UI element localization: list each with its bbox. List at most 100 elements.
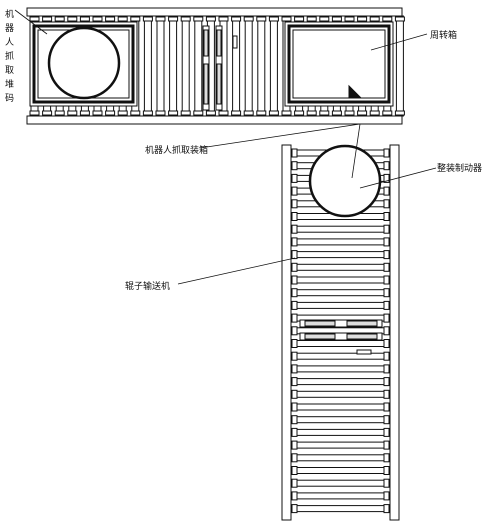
label-palletizing-robot-2: 器 <box>5 23 14 34</box>
label-palletizing-robot-5: 取 <box>5 65 14 76</box>
roller-bolt-bottom <box>306 110 317 116</box>
roller-bolt-top <box>193 16 204 22</box>
roller-bolt-bottom <box>281 110 292 116</box>
roller-bolt-bottom <box>369 110 380 116</box>
roller-end-left <box>291 453 298 463</box>
roller-end-left <box>291 377 298 387</box>
roller-end-left <box>291 326 298 336</box>
roller-bolt-bottom <box>331 110 342 116</box>
roller-end-right <box>383 389 390 399</box>
roller-bolt-top <box>205 16 216 22</box>
vertical-roller <box>290 403 391 411</box>
roller-bolt-bottom <box>67 110 78 116</box>
workpiece-circle-bottom <box>308 144 382 218</box>
roller-end-right <box>383 262 390 272</box>
roller-end-right <box>383 440 390 450</box>
roller-bolt-top <box>369 16 380 22</box>
roller-end-right <box>383 427 390 437</box>
roller-end-right <box>383 466 390 475</box>
roller-bolt-top <box>54 16 65 22</box>
roller-bolt-bottom <box>193 110 204 116</box>
roller-end-left <box>291 250 298 260</box>
roller-bolt-bottom <box>180 110 191 116</box>
roller-bolt-bottom <box>344 110 355 116</box>
roller-bolt-top <box>92 16 103 22</box>
vertical-roller <box>290 352 391 360</box>
roller-bolt-top <box>394 16 405 22</box>
roller-end-right <box>383 364 390 374</box>
roller-end-left <box>291 478 298 488</box>
roller-bolt-top <box>105 16 116 22</box>
leader-turnover-box <box>370 33 428 51</box>
roller-bolt-bottom <box>231 110 242 116</box>
roller-bolt-bottom <box>294 110 305 116</box>
roller-end-right <box>383 504 390 514</box>
roller-end-left <box>291 275 298 285</box>
label-palletizing-robot-1: 机 <box>5 8 14 20</box>
roller-end-left <box>291 313 298 323</box>
horizontal-roller <box>181 15 190 117</box>
roller-end-left <box>291 212 298 221</box>
vertical-roller <box>290 454 391 462</box>
roller-end-left <box>291 199 298 209</box>
vertical-roller <box>290 441 391 449</box>
roller-bolt-bottom <box>256 110 267 116</box>
vertical-roller <box>290 276 391 284</box>
roller-bolt-bottom <box>105 110 116 116</box>
leader-roller-conveyor <box>177 257 296 285</box>
roller-end-right <box>383 313 390 323</box>
roller-bolt-bottom <box>168 110 179 116</box>
roller-end-right <box>383 326 390 336</box>
horizontal-roller <box>269 15 278 117</box>
roller-bolt-bottom <box>268 110 279 116</box>
roller-bolt-bottom <box>243 110 254 116</box>
leader-packing-brake <box>359 167 437 189</box>
roller-bolt-top <box>319 16 330 22</box>
vertical-roller <box>290 505 391 513</box>
roller-bolt-top <box>382 16 393 22</box>
roller-end-right <box>383 415 390 425</box>
roller-end-left <box>291 186 298 196</box>
roller-bolt-bottom <box>382 110 393 116</box>
vertical-roller <box>290 225 391 233</box>
vertical-roller <box>290 428 391 436</box>
roller-bolt-top <box>130 16 141 22</box>
horizontal-roller <box>395 15 404 117</box>
roller-bolt-bottom <box>205 110 216 116</box>
roller-bolt-top <box>281 16 292 22</box>
roller-end-right <box>383 453 390 463</box>
vertical-roller <box>290 365 391 373</box>
horizontal-roller <box>257 15 266 117</box>
roller-end-right <box>383 161 390 171</box>
vertical-roller <box>290 301 391 309</box>
roller-bolt-top <box>231 16 242 22</box>
vertical-roller <box>290 289 391 297</box>
roller-bolt-top <box>117 16 128 22</box>
vertical-roller <box>290 467 391 474</box>
roller-bolt-bottom <box>142 110 153 116</box>
label-palletizing-robot-3: 人 <box>5 37 14 48</box>
roller-bolt-bottom <box>42 110 53 116</box>
roller-end-left <box>291 491 298 501</box>
roller-bolt-top <box>256 16 267 22</box>
roller-end-left <box>291 415 298 425</box>
label-roller-conveyor: 辊子输送机 <box>125 280 170 292</box>
palletizing-pick-station <box>29 21 138 107</box>
roller-end-left <box>291 339 298 348</box>
roller-bolt-bottom <box>357 110 368 116</box>
roller-end-right <box>383 478 390 488</box>
vertical-conveyor-right-rail <box>389 144 400 521</box>
vertical-roller <box>290 378 391 386</box>
roller-end-right <box>383 288 390 298</box>
roller-bolt-top <box>142 16 153 22</box>
roller-bolt-top <box>268 16 279 22</box>
roller-bolt-top <box>344 16 355 22</box>
vertical-roller <box>290 238 391 246</box>
roller-end-right <box>383 275 390 285</box>
roller-bolt-top <box>42 16 53 22</box>
vertical-conveyor-left-rail <box>281 144 292 521</box>
roller-bolt-top <box>218 16 229 22</box>
horizontal-roller <box>194 15 203 117</box>
roller-end-left <box>291 300 298 310</box>
label-turnover-box: 周转箱 <box>430 29 457 41</box>
